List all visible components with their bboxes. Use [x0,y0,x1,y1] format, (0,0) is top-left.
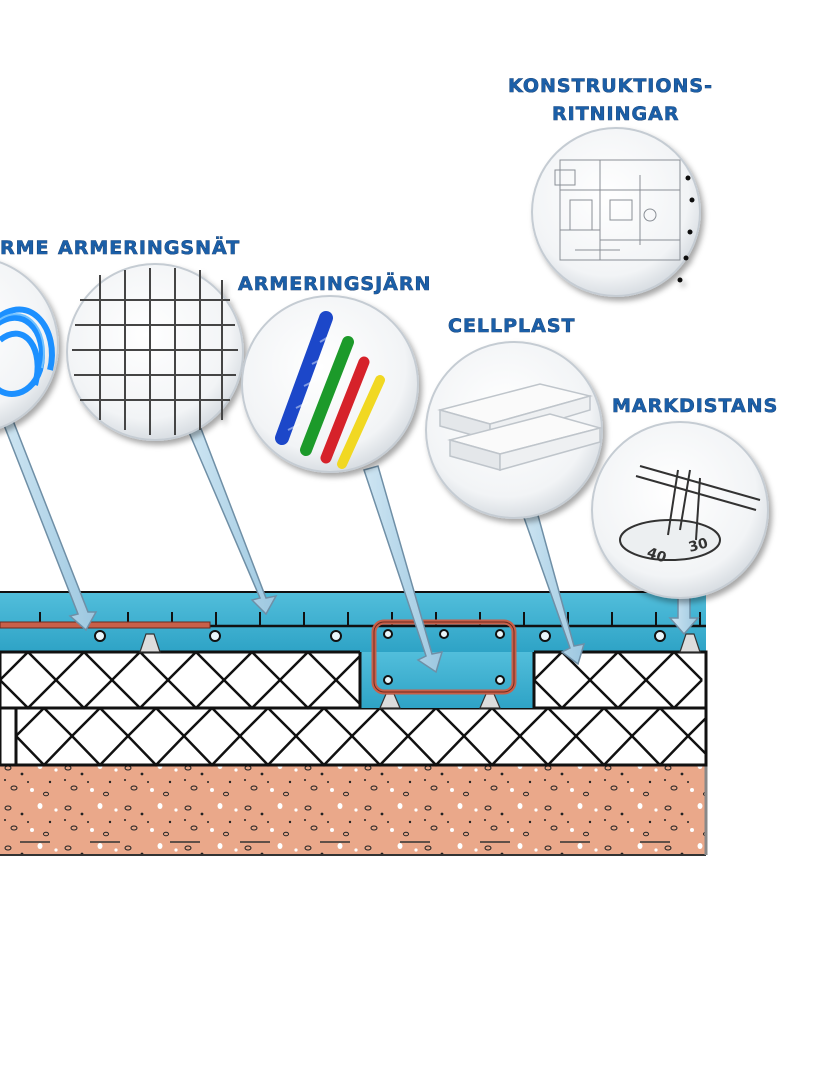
heating-pipe-circle [0,257,58,433]
label-konstruktionsritningar-line1: KONSTRUKTIONS- [508,75,713,97]
label-golvvarme-partial: RME [0,237,50,259]
drawings-circle [532,128,700,296]
rebar-circle [242,296,418,472]
label-armeringsnat: ARMERINGSNÄT [58,235,240,259]
label-cellplast: CELLPLAST [448,315,576,337]
insulation-upper [0,652,706,708]
label-konstruktionsritningar-line2: RITNINGAR [552,103,679,125]
label-markdistans: MARKDISTANS [612,395,778,417]
markdistans-circle: 40 30 [592,422,768,598]
label-armeringsjarn: ARMERINGSJÄRN [238,271,431,295]
cellplast-circle [426,342,602,518]
insulation-lower [0,708,706,765]
ground-layer [0,765,706,855]
mesh-circle [67,264,243,440]
